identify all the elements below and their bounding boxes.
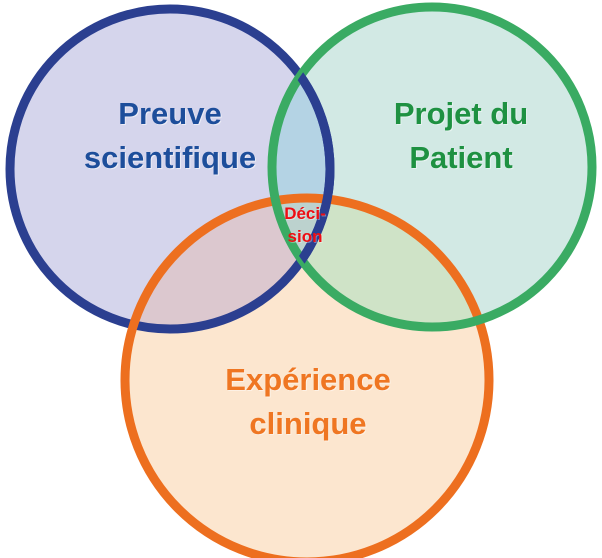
label-decision: Déci- sion (284, 204, 326, 246)
overlap-evidence-experience (125, 198, 330, 329)
circle-outline-patient[interactable] (267, 2, 597, 332)
label-projet-du-patient: Projet du Patient (393, 96, 529, 176)
circle-outline-evidence-overlap (272, 7, 335, 327)
overlap-patient-experience (272, 198, 489, 327)
circle-outline-experience[interactable] (120, 193, 494, 558)
label-experience-clinique: Expérience clinique (225, 362, 391, 442)
label-preuve-scientifique: Preuve scientifique (83, 96, 257, 176)
